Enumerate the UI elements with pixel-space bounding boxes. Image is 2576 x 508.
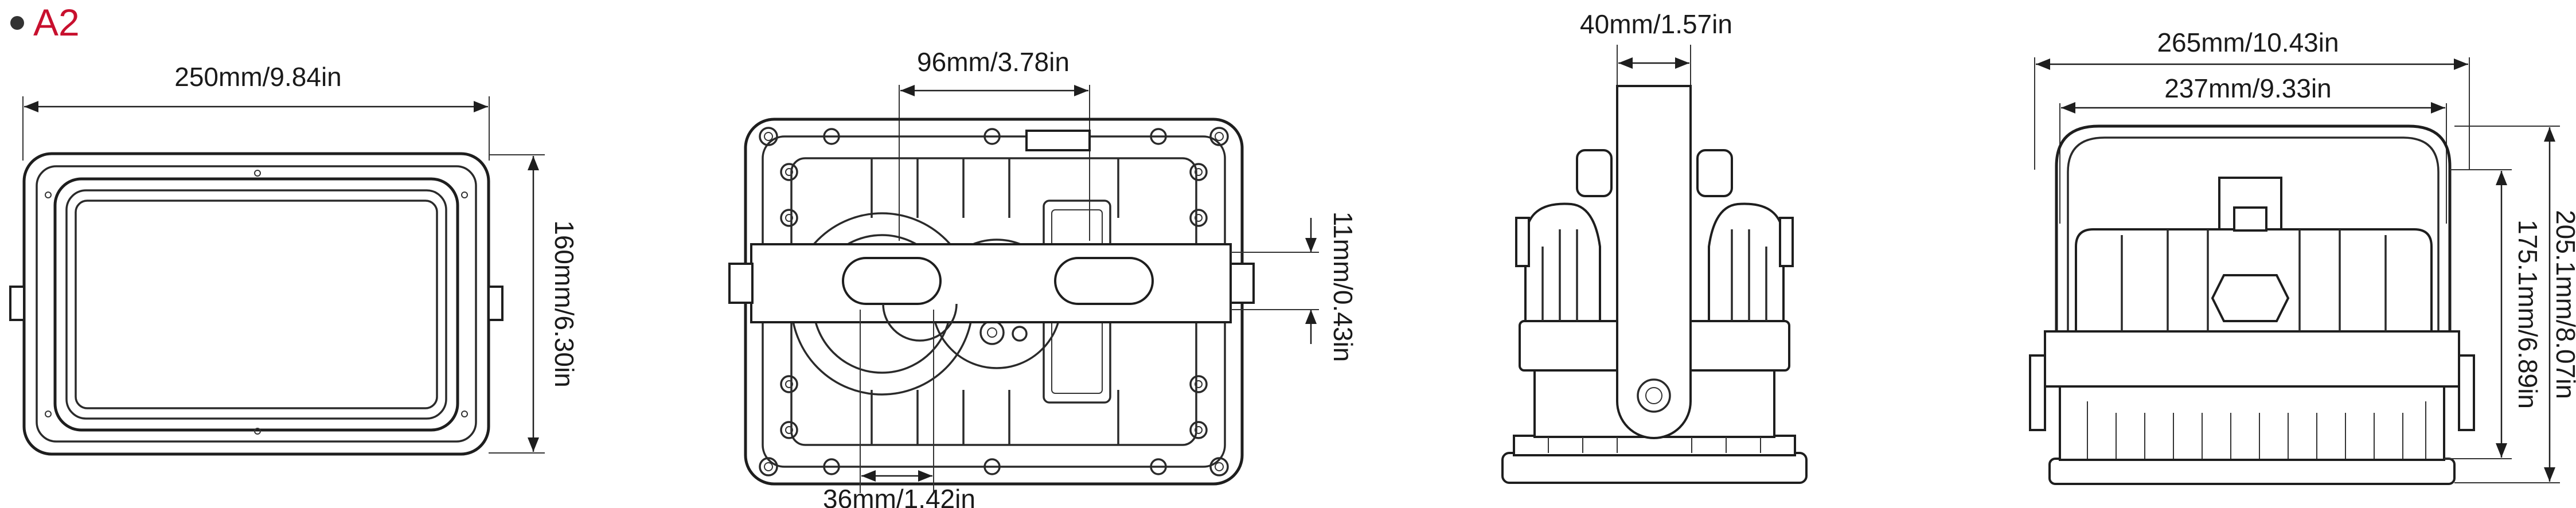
rear-heatsink-teeth xyxy=(2087,401,2426,459)
front-width-label: 250mm/9.84in xyxy=(174,62,342,92)
back-mounting-bracket xyxy=(728,243,1255,342)
rear-housing xyxy=(2029,124,2475,485)
side-top-dimension: 40mm/1.57in xyxy=(1580,9,1732,86)
front-housing xyxy=(9,152,504,456)
back-side-dimension: 11mm/0.43in xyxy=(1231,212,1358,362)
rear-inner-height-label: 175.1mm/6.89in xyxy=(2513,220,2543,409)
front-height-label: 160mm/6.30in xyxy=(549,220,579,388)
side-view: 40mm/1.57in xyxy=(1501,9,1808,484)
back-bottom-dimension: 36mm/1.42in xyxy=(823,310,975,508)
side-heatsink-teeth xyxy=(1548,437,1761,453)
rear-view: 265mm/10.43in 237mm/9.33in xyxy=(2029,28,2576,485)
bullet-icon xyxy=(10,16,24,30)
rear-outer-height-label: 205.1mm/8.07in xyxy=(2551,210,2576,399)
front-view: 250mm/9.84in 160mm/6.30in xyxy=(9,62,579,456)
header: A2 xyxy=(10,1,80,44)
rear-outer-width-dimension: 265mm/10.43in xyxy=(2034,28,2470,170)
rear-inner-height-dimension: 175.1mm/6.89in xyxy=(2444,169,2543,459)
front-height-dimension: 160mm/6.30in xyxy=(489,154,579,454)
front-width-dimension: 250mm/9.84in xyxy=(22,62,490,161)
rear-outer-height-dimension: 205.1mm/8.07in xyxy=(2454,126,2576,483)
rear-inner-width-dimension: 237mm/9.33in xyxy=(2059,73,2447,224)
back-side-label: 11mm/0.43in xyxy=(1328,212,1358,362)
model-label: A2 xyxy=(33,1,80,44)
back-fins xyxy=(871,158,1119,445)
rear-outer-width-label: 265mm/10.43in xyxy=(2157,28,2339,57)
back-view: 96mm/3.78in xyxy=(728,47,1358,508)
side-mounting-bracket xyxy=(1616,85,1692,439)
back-bolt-holes xyxy=(759,127,1229,476)
rear-inner-width-label: 237mm/9.33in xyxy=(2164,73,2332,103)
side-top-label: 40mm/1.57in xyxy=(1580,9,1732,39)
back-top-label: 96mm/3.78in xyxy=(917,47,1070,77)
back-bottom-label: 36mm/1.42in xyxy=(823,484,975,508)
